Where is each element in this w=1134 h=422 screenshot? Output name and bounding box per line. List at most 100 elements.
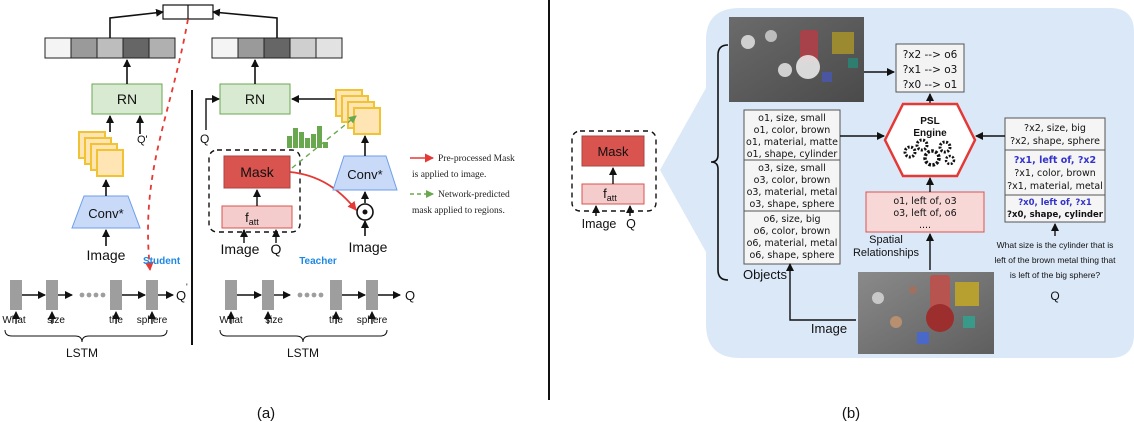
teacher-lstm-label: LSTM (287, 346, 319, 360)
student-lstm-label: LSTM (66, 346, 98, 360)
teacher-fatt-image-label: Image (221, 241, 260, 257)
object-fact: o3, size, small (758, 163, 826, 174)
object-fact: o1, size, small (758, 113, 826, 124)
student-q-prime: Q' (137, 134, 148, 146)
question-line: left of the brown metal thing that (995, 255, 1117, 265)
spatial-fact: .... (919, 220, 931, 231)
teacher-embedding (211, 37, 343, 59)
query-relation: ?x1, left of, ?x2 (1014, 155, 1096, 166)
teacher-fatt-q-label: Q (271, 241, 282, 257)
student-rn-box (91, 83, 163, 115)
b-image-label-small: Image (582, 217, 617, 231)
student-image-label: Image (87, 247, 126, 263)
teacher-label: Teacher (299, 256, 337, 267)
objects-table: o1, size, small o1, color, brown o1, mat… (743, 109, 841, 265)
student-feature-maps (78, 131, 124, 177)
student-word-sphere: sphere (137, 315, 168, 326)
preprocessed-mask-arrow (289, 171, 357, 211)
psl-engine: PSL Engine (883, 102, 977, 178)
student-word-what: What (2, 315, 26, 326)
student-embedding (44, 37, 176, 59)
object-fact: o1, color, brown (754, 125, 831, 136)
query-program: ?x2, size, big ?x2, shape, sphere ?x1, l… (1004, 117, 1106, 223)
teacher-fatt-label: fatt (245, 210, 259, 227)
teacher-word-size: size (265, 315, 283, 326)
psl-engine-line1: PSL (920, 116, 939, 127)
psl-engine-line2: Engine (913, 128, 947, 139)
scene-image-bottom (858, 272, 994, 354)
panel-b: Mask fatt Image Q (571, 8, 1134, 422)
object-fact: o6, color, brown (754, 226, 831, 237)
panel-a: RN Q' Conv* Image Student (2, 4, 515, 422)
spatial-fact: o1, left of, o3 (893, 196, 956, 207)
query-fact: ?x1, material, metal (1007, 181, 1103, 192)
object-fact: o3, shape, sphere (750, 199, 835, 210)
student-q-output: Q (176, 288, 186, 303)
object-fact: o1, shape, cylinder (747, 149, 838, 160)
b-q-label-small: Q (626, 217, 636, 231)
scene-image-top (729, 17, 864, 102)
teacher-word-the: the (329, 315, 343, 326)
query-fact: ?x0, shape, cylinder (1007, 210, 1104, 220)
object-fact: o6, material, metal (747, 238, 838, 249)
spatial-relationships: o1, left of, o3 o3, left of, o6 .... (865, 191, 985, 233)
spatial-fact: o3, left of, o6 (893, 208, 956, 219)
teacher-mask-box (223, 155, 291, 189)
teacher-rn-q: Q (200, 132, 209, 146)
b-attention-group (571, 130, 657, 212)
legend-green-line1: Network-predicted (438, 190, 510, 200)
legend-red-line2: is applied to image. (412, 170, 486, 180)
legend-red-line1: Pre-processed Mask (438, 154, 515, 164)
network-mask-arrow (291, 115, 357, 169)
b-fatt-label: fatt (603, 186, 617, 203)
result-line: ?x1 --> o3 (903, 64, 958, 76)
spatial-label-2: Relationships (853, 247, 920, 259)
spatial-label-1: Spatial (869, 234, 903, 246)
result-line: ?x0 --> o1 (903, 79, 958, 91)
question-q-label: Q (1050, 289, 1059, 303)
legend: Pre-processed Mask is applied to image. … (410, 153, 515, 216)
teacher-word-sphere: sphere (357, 315, 388, 326)
svg-text:': ' (186, 282, 188, 292)
student-lstm: Q ' What size the sphere LSTM (2, 280, 188, 360)
b-image-label: Image (811, 321, 847, 336)
student-label: Student (143, 256, 181, 267)
teacher-word-what: What (219, 315, 243, 326)
student-word-the: the (109, 315, 123, 326)
caption-b: (b) (842, 405, 860, 422)
teacher-attention-group (208, 149, 301, 233)
teacher-image-label: Image (349, 239, 388, 255)
teacher-rn-box (219, 83, 291, 115)
teacher-lstm: Q What size the sphere LSTM (219, 280, 415, 360)
attention-bars (287, 126, 328, 148)
legend-green-line2: mask applied to regions. (412, 206, 505, 216)
object-fact: o3, color, brown (754, 175, 831, 186)
result-line: ?x2 --> o6 (903, 49, 958, 61)
object-fact: o1, material, matte (746, 137, 838, 148)
teacher-conv-label: Conv* (347, 167, 382, 182)
caption-a: (a) (257, 405, 275, 422)
teacher-conv-box (332, 155, 398, 191)
student-rn-label: RN (117, 91, 137, 107)
objects-brace (710, 44, 729, 281)
query-fact: ?x1, color, brown (1014, 168, 1096, 179)
question-line: is left of the big sphere? (1010, 270, 1101, 280)
result-assignments: ?x2 --> o6 ?x1 --> o3 ?x0 --> o1 (895, 43, 965, 93)
teacher-mask-label: Mask (240, 164, 274, 180)
query-fact: ?x2, size, big (1024, 123, 1086, 134)
b-mask-label: Mask (597, 144, 629, 159)
object-fact: o3, material, metal (747, 187, 838, 198)
question-line: What size is the cylinder that is (997, 240, 1114, 250)
student-conv-box (71, 195, 141, 229)
gears-icon (903, 138, 956, 167)
teacher-rn-label: RN (245, 91, 265, 107)
student-word-size: size (47, 315, 65, 326)
query-relation: ?x0, left of, ?x1 (1018, 198, 1092, 208)
objects-label: Objects (743, 267, 788, 282)
object-fact: o6, size, big (763, 214, 820, 225)
student-conv-label: Conv* (88, 206, 123, 221)
query-fact: ?x2, shape, sphere (1010, 136, 1100, 147)
teacher-q-output: Q (405, 288, 415, 303)
b-mask-box (581, 135, 645, 167)
